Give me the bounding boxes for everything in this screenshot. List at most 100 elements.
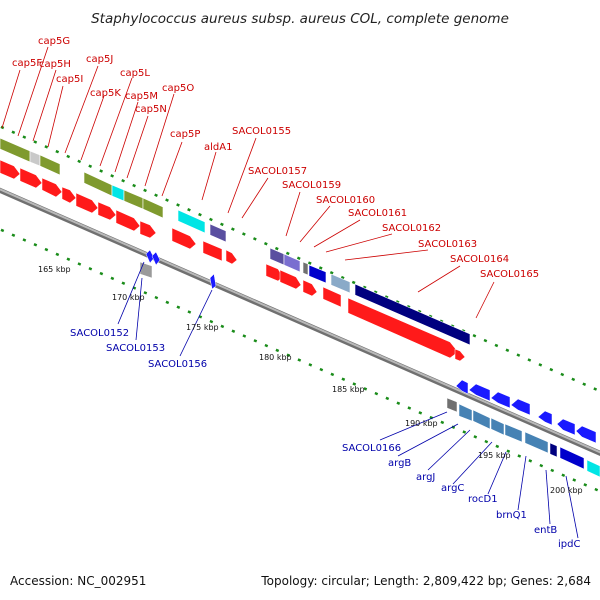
reverse-gene [490, 391, 511, 409]
gene-label-cap5f: cap5F [12, 58, 42, 69]
reverse-cog-box [458, 403, 473, 422]
gene-label-brnq1: brnQ1 [496, 510, 527, 521]
gene-label-sacol0156: SACOL0156 [148, 359, 207, 370]
kbp-label-175: 175 kbp [186, 323, 219, 332]
forward-gene [139, 220, 157, 239]
gene-label-sacol0162: SACOL0162 [382, 223, 441, 234]
cog-box [302, 261, 309, 276]
reverse-cog-box [490, 417, 505, 436]
reverse-label-leaders [117, 261, 579, 539]
gene-label-rocd1: rocD1 [468, 494, 498, 505]
gene-label-sacol0163: SACOL0163 [418, 239, 477, 250]
reverse-cog-box [549, 442, 558, 458]
gene-label-sacol0160: SACOL0160 [316, 195, 375, 206]
cog-box [83, 171, 113, 197]
forward-gene-labels: cap5F cap5G cap5H cap5I cap5J cap5K cap5… [12, 36, 539, 280]
reverse-gene-labels: SACOL0152 SACOL0153 SACOL0156 SACOL0166 … [70, 328, 580, 550]
forward-cog-track [0, 137, 471, 346]
forward-gene [347, 297, 459, 359]
forward-gene [279, 269, 302, 290]
reverse-cog-box [559, 446, 585, 470]
gene-label-sacol0159: SACOL0159 [282, 180, 341, 191]
kbp-label-185: 185 kbp [332, 385, 365, 394]
gene-label-cap5h: cap5H [39, 59, 71, 70]
genome-summary-label: Topology: circular; Length: 2,809,422 bp… [260, 574, 591, 588]
cog-box [29, 150, 41, 167]
gene-label-ipdc: ipdC [558, 539, 580, 550]
forward-label-leaders [1, 46, 495, 319]
gene-label-sacol0155: SACOL0155 [232, 126, 291, 137]
forward-gene [322, 286, 342, 308]
gene-label-argc: argC [441, 483, 464, 494]
gene-label-argb: argB [388, 458, 411, 469]
forward-gene [171, 227, 197, 250]
forward-gene [115, 209, 141, 232]
reverse-gene [455, 379, 469, 395]
kbp-label-195: 195 kbp [478, 451, 511, 460]
cog-box [354, 283, 471, 346]
forward-gene [41, 177, 63, 198]
cog-box [283, 253, 301, 273]
gene-label-alda1: aldA1 [204, 142, 232, 153]
kbp-label-170: 170 kbp [112, 293, 145, 302]
gene-label-entb: entB [534, 525, 557, 536]
reverse-gene [556, 418, 576, 436]
forward-gene [0, 159, 21, 180]
gene-label-sacol0161: SACOL0161 [348, 208, 407, 219]
forward-gene [302, 279, 318, 297]
gene-label-cap5j: cap5J [86, 54, 113, 65]
forward-gene [19, 167, 43, 189]
cog-box [39, 154, 61, 176]
reverse-cog-box [524, 431, 549, 454]
forward-gene-track [0, 159, 466, 362]
kbp-label-200: 200 kbp [550, 486, 583, 495]
reverse-gene [151, 251, 161, 266]
gene-label-cap5m: cap5M [125, 91, 158, 102]
gene-label-argj: argJ [416, 472, 435, 483]
cog-box [330, 273, 351, 294]
map-title: Staphylococcus aureus subsp. aureus COL,… [91, 11, 509, 27]
cog-box [111, 184, 125, 202]
gene-label-sacol0164: SACOL0164 [450, 254, 509, 265]
forward-gene [202, 240, 223, 262]
reverse-cog-box [504, 423, 523, 443]
reverse-cog-box [472, 409, 491, 430]
gene-label-sacol0152: SACOL0152 [70, 328, 129, 339]
gene-label-sacol0166: SACOL0166 [342, 443, 401, 454]
cog-box [123, 189, 144, 210]
kbp-label-180: 180 kbp [259, 353, 292, 362]
forward-gene [61, 186, 77, 204]
cog-box [269, 247, 285, 266]
reverse-gene [575, 425, 597, 444]
reverse-cog-box [586, 459, 600, 478]
reverse-gene-track [139, 249, 600, 478]
cog-box [308, 264, 327, 284]
gene-label-cap5g: cap5G [38, 36, 70, 47]
forward-gene [225, 249, 238, 265]
reverse-gene [209, 273, 217, 290]
gene-label-sacol0153: SACOL0153 [106, 343, 165, 354]
gene-label-sacol0165: SACOL0165 [480, 269, 539, 280]
gene-label-cap5i: cap5I [56, 74, 83, 85]
reverse-cog-box [446, 397, 458, 413]
forward-gene [97, 201, 117, 221]
cog-box [209, 223, 227, 243]
gene-label-cap5l: cap5L [120, 68, 150, 79]
gene-label-sacol0157: SACOL0157 [248, 166, 307, 177]
forward-gene [75, 192, 99, 214]
gene-label-cap5o: cap5O [162, 83, 194, 94]
gene-label-cap5p: cap5P [170, 129, 200, 140]
reverse-gene [537, 410, 553, 426]
reverse-gene [468, 383, 491, 402]
kbp-label-165: 165 kbp [38, 265, 71, 274]
gene-label-cap5n: cap5N [135, 104, 167, 115]
gene-label-cap5k: cap5K [90, 88, 121, 99]
reverse-cog-box [139, 261, 153, 279]
kbp-labels: 165 kbp 170 kbp 175 kbp 180 kbp 185 kbp … [38, 265, 583, 495]
forward-gene [454, 348, 466, 362]
cog-box [142, 197, 164, 219]
accession-label: Accession: NC_002951 [10, 574, 146, 588]
kbp-label-190: 190 kbp [405, 419, 438, 428]
